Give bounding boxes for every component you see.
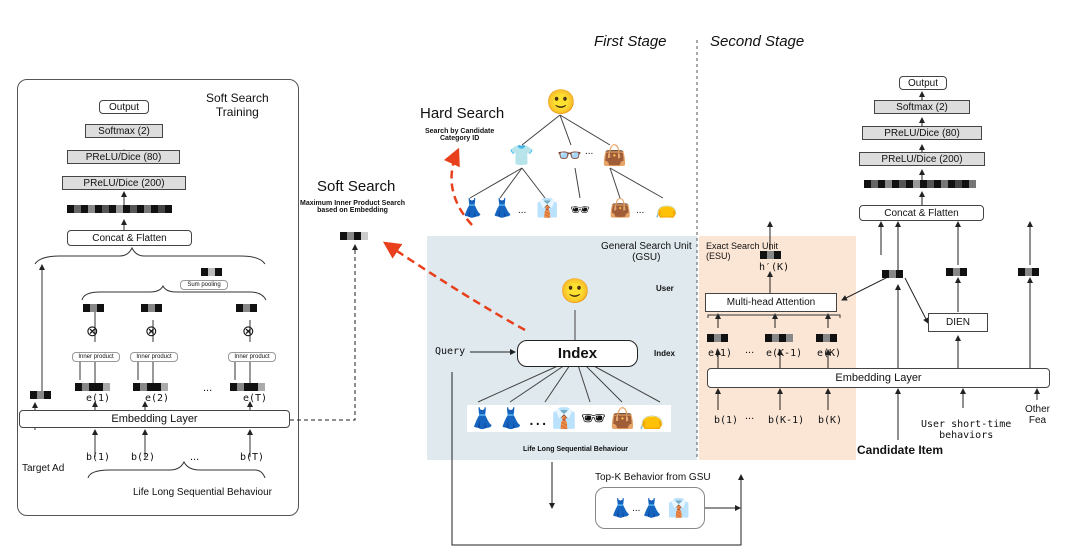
shirt-icon: 👔 xyxy=(536,198,559,218)
right-prelu200-box: PReLU/Dice (200) xyxy=(859,152,985,166)
left-softmax-box: Softmax (2) xyxy=(85,124,163,138)
other-fea-label: Other Fea xyxy=(1025,404,1051,426)
right-softmax-box: Softmax (2) xyxy=(874,100,970,114)
soft-search-training-title: Soft Search Training xyxy=(206,91,269,119)
dress-navy-icon: 👗 xyxy=(491,198,514,218)
right-prelu80-box: PReLU/Dice (80) xyxy=(862,126,982,140)
sum-pooling-embedding xyxy=(201,268,222,276)
left-e-dots: ... xyxy=(203,382,213,394)
sunglasses-icon: 🕶 xyxy=(570,202,591,219)
brown-bag-icon: 👜 xyxy=(609,198,632,218)
right-bk1-label: b(K-1) xyxy=(768,415,805,426)
behaviour-embedding-T xyxy=(230,383,265,391)
sum-pooling-box: Sum pooling xyxy=(180,280,228,290)
gsu-behaviour-thumbnails: 👗👗…👔🕶👜👝 xyxy=(467,405,671,432)
esu-dots: ... xyxy=(745,344,755,356)
esu-embedding-k xyxy=(816,334,837,342)
behaviour-embedding-1 xyxy=(75,383,110,391)
right-hidden-embedding xyxy=(864,180,976,188)
right-b1-label: b(1) xyxy=(714,415,739,426)
topk-dots: ... xyxy=(632,502,641,514)
index-box: Index xyxy=(517,340,638,367)
inner-product-box-1: Inner product xyxy=(72,352,120,362)
multiply-icon: ⊗ xyxy=(145,323,158,340)
gsu-user-label: User xyxy=(656,284,674,293)
esu-embedding-1 xyxy=(707,334,728,342)
candidate-embedding xyxy=(882,270,903,278)
left-output-box: Output xyxy=(99,100,149,114)
gsu-user-avatar-icon: 🙂 xyxy=(560,278,590,305)
left-hidden-embedding xyxy=(67,205,172,213)
pooled-embedding-1 xyxy=(83,304,104,312)
multiply-icon: ⊗ xyxy=(242,323,255,340)
tree-dots: ... xyxy=(636,205,645,216)
tree-dots: ... xyxy=(585,146,594,157)
left-embedding-layer: Embedding Layer xyxy=(19,410,290,428)
hk-label: h′(K) xyxy=(759,262,790,273)
soft-search-training-panel xyxy=(17,79,299,516)
right-concat-box: Concat & Flatten xyxy=(859,205,984,221)
gsu-lifelong-label: Life Long Sequential Behaviour xyxy=(523,446,629,453)
left-e1-label: e(1) xyxy=(86,393,111,404)
right-embedding-layer: Embedding Layer xyxy=(707,368,1050,388)
topk-box: 👗 ... 👗 👔 xyxy=(595,487,705,529)
esu-panel xyxy=(699,236,856,460)
right-output-box: Output xyxy=(899,76,947,90)
tote-bag-icon: 👝 xyxy=(655,198,678,218)
handbag-icon: 👜 xyxy=(602,145,627,167)
first-stage-label: First Stage xyxy=(594,33,667,50)
esu-embedding-k1 xyxy=(765,334,793,342)
left-lifelong-label: Life Long Sequential Behaviour xyxy=(133,487,272,498)
left-concat-box: Concat & Flatten xyxy=(67,230,192,246)
esu-ek1-label: e(K-1) xyxy=(766,348,803,359)
esu-output-embedding xyxy=(760,251,781,259)
soft-search-subtitle: Maximum Inner Product Search based on Em… xyxy=(300,200,406,214)
tshirt-icon: 👕 xyxy=(509,145,534,167)
inner-product-box-T: Inner product xyxy=(228,352,276,362)
left-b1-label: b(1) xyxy=(86,452,111,463)
esu-title: Exact Search Unit (ESU) xyxy=(706,241,779,261)
esu-ek-label: e(K) xyxy=(817,348,842,359)
query-label: Query xyxy=(435,346,466,357)
soft-search-title: Soft Search xyxy=(317,178,396,195)
left-b-dots: ... xyxy=(190,451,200,463)
other-fea-embedding xyxy=(1018,268,1039,276)
dien-output-embedding xyxy=(946,268,967,276)
second-stage-label: Second Stage xyxy=(710,33,805,50)
target-ad-label: Target Ad xyxy=(22,463,65,474)
gsu-index-label: Index xyxy=(654,349,675,358)
right-b-dots: ... xyxy=(745,410,755,422)
candidate-item-label: Candidate Item xyxy=(857,443,944,457)
topk-label: Top-K Behavior from GSU xyxy=(595,472,711,483)
hard-search-title: Hard Search xyxy=(420,105,505,122)
soft-search-embedding xyxy=(340,232,368,240)
multihead-attention-box: Multi-head Attention xyxy=(705,293,837,312)
target-ad-embedding xyxy=(30,391,51,399)
gsu-title: General Search Unit (GSU) xyxy=(601,241,692,263)
multiply-icon: ⊗ xyxy=(86,323,99,340)
left-b2-label: b(2) xyxy=(131,452,156,463)
esu-e1-label: e(1) xyxy=(708,348,733,359)
glasses-icon: 👓 xyxy=(557,145,582,167)
left-bT-label: b(T) xyxy=(240,452,265,463)
pooled-embedding-2 xyxy=(141,304,162,312)
short-time-label: User short-time behaviors xyxy=(921,419,1012,441)
pooled-embedding-T xyxy=(236,304,257,312)
user-avatar-icon: 🙂 xyxy=(546,89,576,116)
dress-red-icon: 👗 xyxy=(461,198,484,218)
right-bk-label: b(K) xyxy=(818,415,843,426)
left-e2-label: e(2) xyxy=(145,393,170,404)
left-prelu200-box: PReLU/Dice (200) xyxy=(62,176,186,190)
tree-dots: ... xyxy=(518,205,527,216)
left-prelu80-box: PReLU/Dice (80) xyxy=(67,150,180,164)
hard-search-subtitle: Search by Candidate Category ID xyxy=(425,128,495,142)
left-eT-label: e(T) xyxy=(243,393,268,404)
inner-product-box-2: Inner product xyxy=(130,352,178,362)
behaviour-embedding-2 xyxy=(133,383,168,391)
dien-box: DIEN xyxy=(928,313,988,332)
